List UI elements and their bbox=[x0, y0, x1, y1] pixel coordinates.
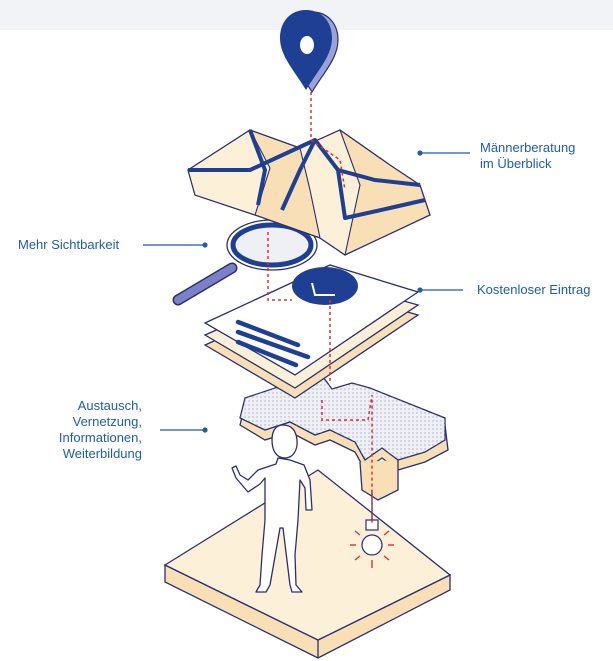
person-icon bbox=[231, 424, 313, 593]
base-platform bbox=[163, 469, 452, 659]
magnifier-icon bbox=[172, 219, 318, 306]
label-austausch-line3: Informationen, bbox=[58, 430, 142, 445]
connector-lines bbox=[267, 92, 373, 525]
map-icon bbox=[187, 129, 431, 256]
leader-lines bbox=[143, 150, 470, 433]
label-austausch-line4: Weiterbildung bbox=[62, 446, 142, 461]
label-eintrag: Kostenloser Eintrag bbox=[477, 282, 591, 297]
label-sichtbarkeit: Mehr Sichtbarkeit bbox=[18, 237, 120, 252]
location-pin-icon bbox=[280, 10, 339, 94]
label-maennerberatung-line1: Männerberatung bbox=[480, 140, 576, 155]
label-austausch-line1: Austausch, bbox=[77, 398, 142, 413]
label-maennerberatung-line2: im Überblick bbox=[480, 156, 552, 171]
label-austausch-line2: Vernetzung, bbox=[72, 414, 142, 429]
label-maennerberatung: Männerberatung im Überblick bbox=[480, 140, 575, 172]
document-icon bbox=[203, 264, 420, 399]
label-austausch: Austausch, Vernetzung, Informationen, We… bbox=[18, 398, 142, 462]
